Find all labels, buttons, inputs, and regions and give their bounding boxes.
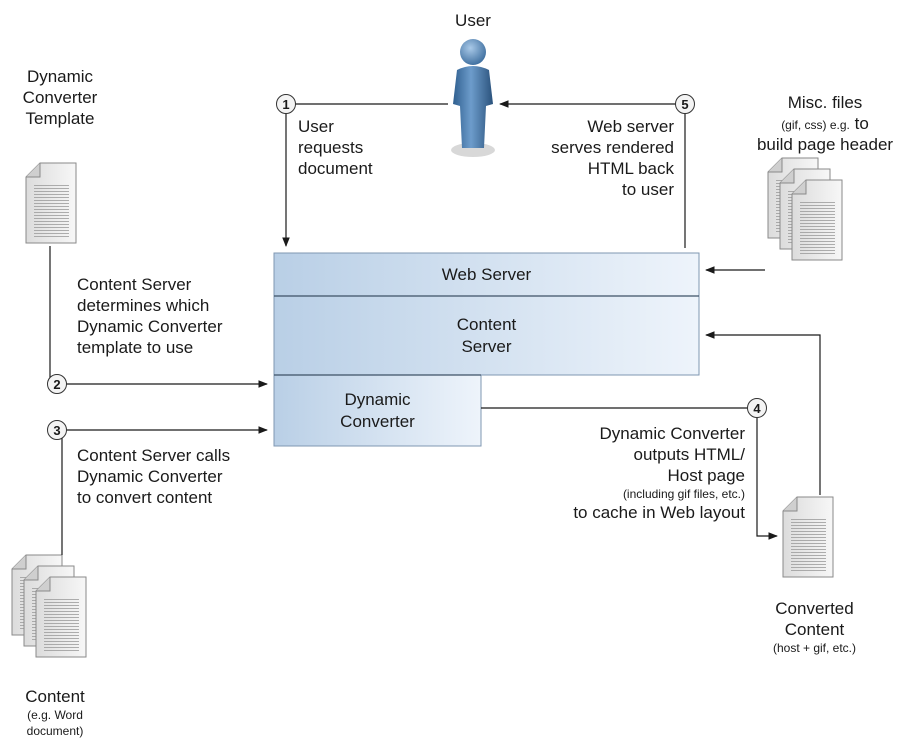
step-5-badge: 5 — [675, 94, 695, 114]
step-5-text: Web server serves rendered HTML back to … — [551, 117, 674, 199]
step-4-badge: 4 — [747, 398, 767, 418]
step-3-text: Content Server calls Dynamic Converter t… — [77, 446, 231, 507]
content-server-box — [273, 295, 700, 376]
template-label: Dynamic Converter Template — [22, 67, 98, 128]
misc-files-icon — [767, 157, 843, 261]
user-label: User — [455, 11, 491, 30]
web-server-label: Web Server — [441, 264, 532, 284]
converted-content-icon — [782, 496, 834, 578]
converted-content-label: Converted Content (host + gif, etc.) — [772, 599, 857, 655]
converted-to-server-arrow — [705, 331, 821, 495]
server-stack — [273, 252, 700, 447]
step-1-badge: 1 — [276, 94, 296, 114]
content-documents-icon — [11, 554, 87, 658]
step-4-text: Dynamic Converter outputs HTML/ Host pag… — [573, 424, 745, 522]
step-2-badge: 2 — [47, 374, 67, 394]
web-server-box — [273, 252, 700, 297]
content-server-label: Content Server — [456, 314, 517, 356]
step-1-text: User requests document — [298, 117, 373, 178]
output-arrow — [481, 407, 778, 540]
user-icon — [451, 39, 495, 157]
misc-files-label: Misc. files (gif, css) e.g. to build pag… — [756, 93, 894, 154]
dynamic-converter-label: Dynamic Converter — [340, 389, 415, 431]
step-2-text: Content Server determines which Dynamic … — [77, 275, 223, 357]
step-3-badge: 3 — [47, 420, 67, 440]
content-label: Content (e.g. Word document) — [25, 687, 85, 738]
template-document-icon — [25, 162, 77, 244]
